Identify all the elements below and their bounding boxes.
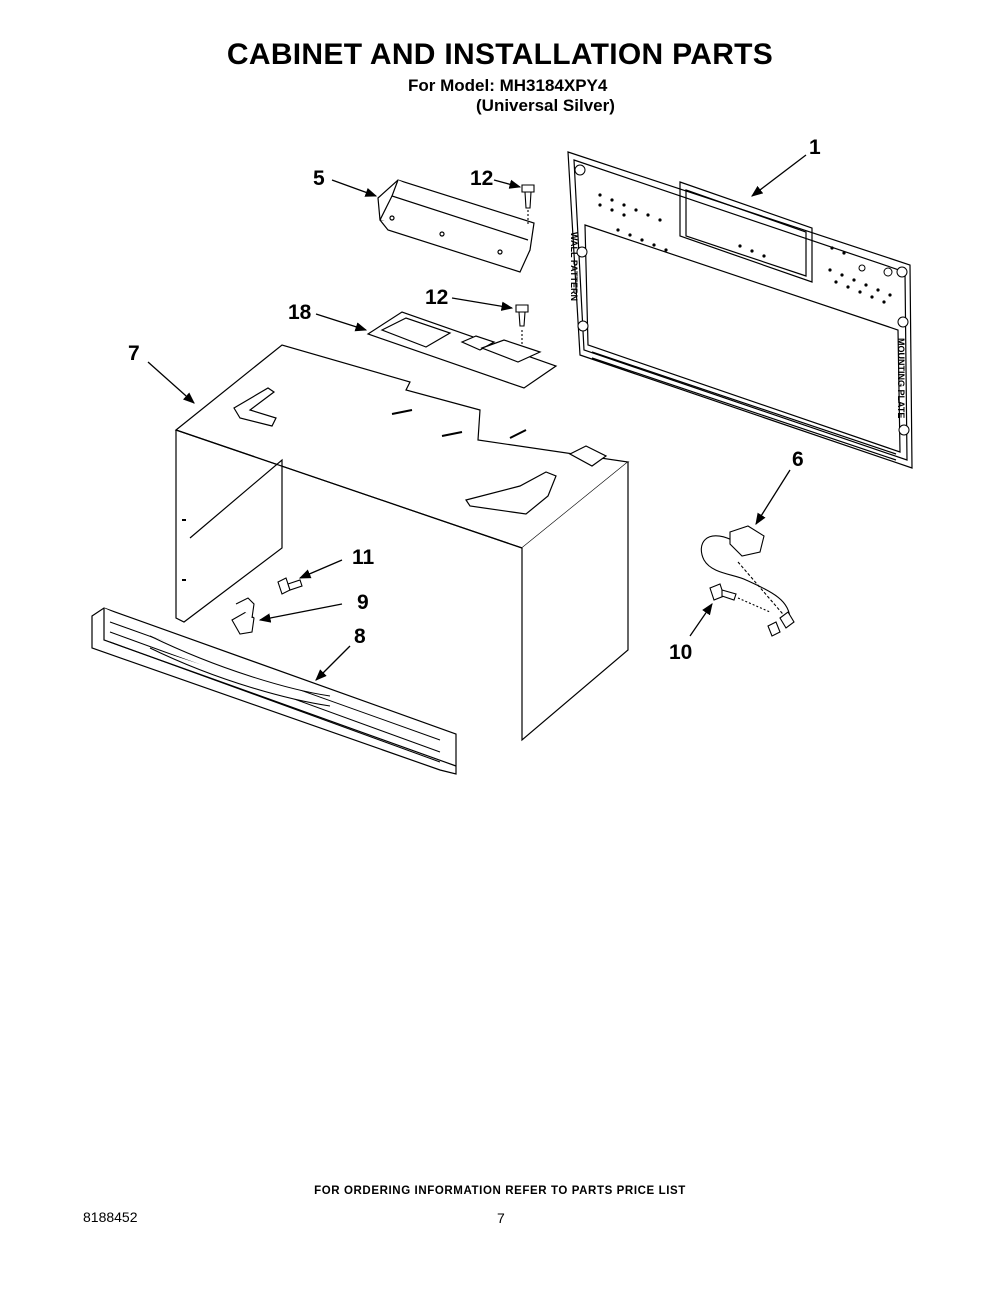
page-title: CABINET AND INSTALLATION PARTS <box>226 38 774 71</box>
clip-part-9 <box>231 597 255 635</box>
screw-part-10 <box>709 583 771 613</box>
callout-11: 11 <box>352 546 375 569</box>
plate-text-right: MOUNTING PLATE <box>896 338 906 418</box>
document-number: 8188452 <box>83 1209 138 1225</box>
model-line: For Model: MH3184XPY4 <box>408 76 608 95</box>
top-plate-part <box>366 311 558 389</box>
page-number: 7 <box>497 1210 505 1226</box>
vent-grille-part <box>91 607 457 775</box>
callout-1: 1 <box>809 136 821 159</box>
callout-12-top: 12 <box>470 167 494 190</box>
vent-bracket-part <box>377 179 535 273</box>
callout-5: 5 <box>313 167 325 190</box>
callout-18: 18 <box>288 301 312 324</box>
ordering-note: FOR ORDERING INFORMATION REFER TO PARTS … <box>314 1185 686 1197</box>
screw-part-12-middle <box>515 304 529 376</box>
callout-7: 7 <box>128 342 140 365</box>
variant-line: (Universal Silver) <box>476 96 615 115</box>
wire-harness-part <box>700 525 795 637</box>
callout-8: 8 <box>354 625 366 648</box>
screw-part-12-top <box>521 184 535 226</box>
callout-9: 9 <box>357 591 369 614</box>
callout-12-middle: 12 <box>425 286 449 309</box>
plate-text-left: WALL PATTERN <box>569 232 579 301</box>
mounting-plate-part <box>567 151 913 469</box>
screw-part-11 <box>277 577 303 595</box>
leader-arrows <box>147 154 807 681</box>
callout-6: 6 <box>792 448 804 471</box>
callout-10: 10 <box>669 641 693 664</box>
cabinet-part <box>174 344 630 742</box>
